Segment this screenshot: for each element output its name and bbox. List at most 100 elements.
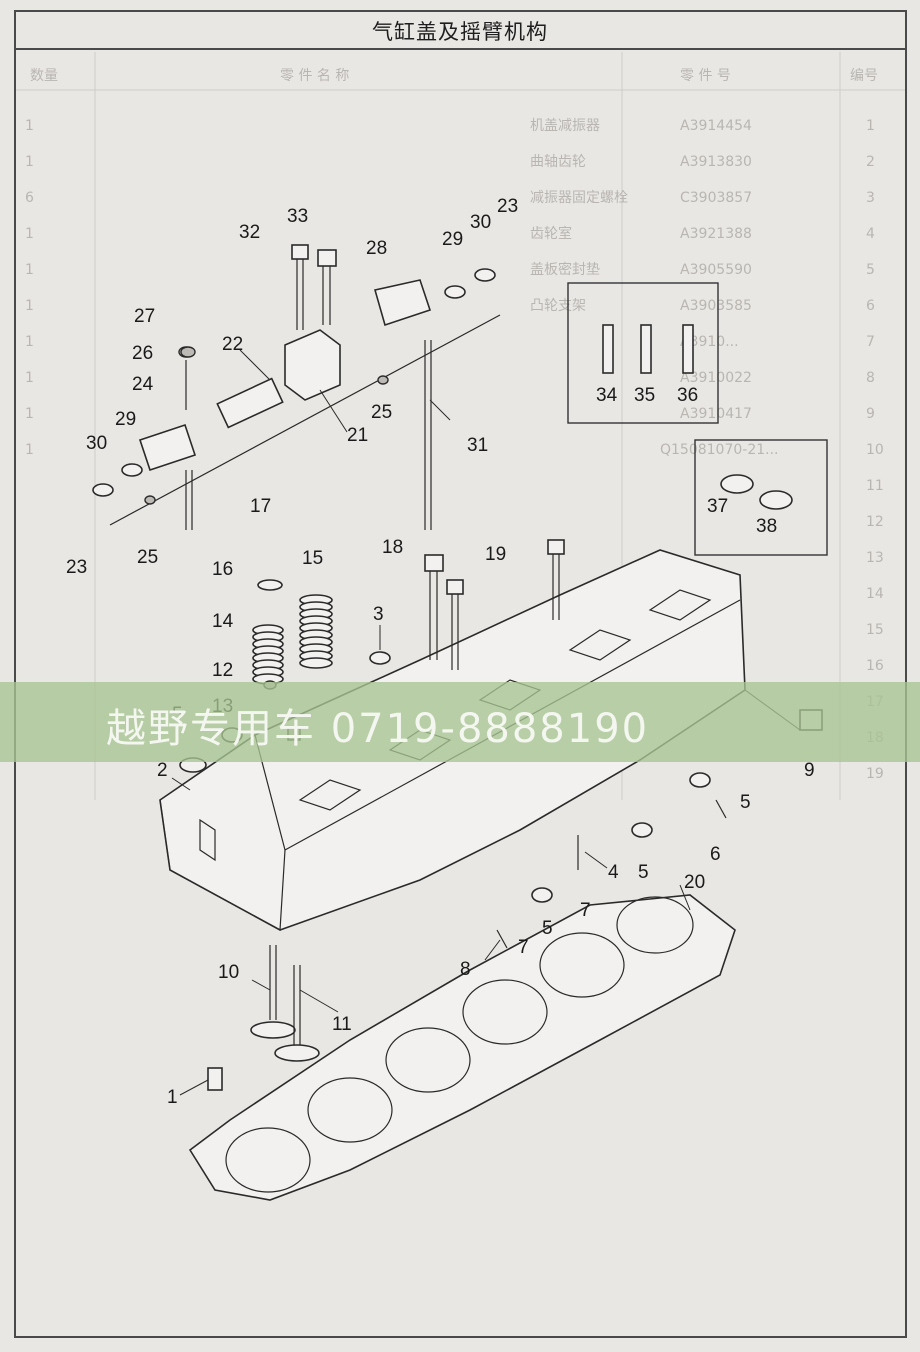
callout-30b: 30 <box>86 433 107 454</box>
ghost-row-index: 2 <box>866 154 875 170</box>
ghost-row-index: 5 <box>866 262 875 278</box>
callout-25b: 25 <box>137 547 158 568</box>
ghost-header-name: 零 件 名 称 <box>280 68 349 84</box>
callout-29b: 29 <box>115 409 136 430</box>
callout-2: 2 <box>157 760 168 781</box>
ghost-qty-3: 6 <box>25 190 34 206</box>
ghost-row-index: 16 <box>866 658 884 674</box>
callout-27: 27 <box>134 306 155 327</box>
ghost-qty-2: 1 <box>25 154 34 170</box>
callout-8: 8 <box>460 959 471 980</box>
ghost-row-index: 10 <box>866 442 884 458</box>
callout-35: 35 <box>634 385 655 406</box>
callout-36: 36 <box>677 385 698 406</box>
callout-7a: 7 <box>580 900 591 921</box>
valve-icon <box>250 945 320 1062</box>
callout-1: 1 <box>167 1087 178 1108</box>
sleeve-group-box <box>567 282 719 424</box>
ghost-name-2: 曲轴齿轮 <box>530 154 586 170</box>
ghost-partno-4: A3921388 <box>680 226 752 242</box>
ghost-row-index: 8 <box>866 370 875 386</box>
page-frame <box>14 10 907 1338</box>
watermark-text: 越野专用车 0719-8888190 <box>106 706 650 752</box>
ghost-partno-5: A3905590 <box>680 262 752 278</box>
bolt-icon <box>178 244 565 670</box>
ghost-partno-7: A3910... <box>680 334 739 350</box>
ghost-qty-9: 1 <box>25 406 34 422</box>
callout-32: 32 <box>239 222 260 243</box>
callout-4: 4 <box>608 862 619 883</box>
ghost-row-index: 4 <box>866 226 875 242</box>
ghost-name-1: 机盖减振器 <box>530 118 600 134</box>
callout-20: 20 <box>684 872 705 893</box>
ghost-partno-10: Q15081070-21... <box>660 442 779 458</box>
callout-10: 10 <box>218 962 239 983</box>
ghost-partno-2: A3913830 <box>680 154 752 170</box>
ghost-name-6: 凸轮支架 <box>530 298 586 314</box>
callout-26: 26 <box>132 343 153 364</box>
ghost-qty-4: 1 <box>25 226 34 242</box>
callout-29a: 29 <box>442 229 463 250</box>
callout-12: 12 <box>212 660 233 681</box>
callout-18: 18 <box>382 537 403 558</box>
callout-3: 3 <box>373 604 384 625</box>
sleeve-icon-35 <box>640 324 652 374</box>
callout-5b: 5 <box>740 792 751 813</box>
ghost-partno-8: A3910022 <box>680 370 752 386</box>
ghost-header-partno: 零 件 号 <box>680 68 731 84</box>
ghost-row-index: 7 <box>866 334 875 350</box>
callout-16: 16 <box>212 559 233 580</box>
callout-22: 22 <box>222 334 243 355</box>
page-title: 气缸盖及摇臂机构 <box>372 20 548 44</box>
ghost-row-index: 12 <box>866 514 884 530</box>
ghost-row-index: 1 <box>866 118 875 134</box>
ghost-partno-3: C3903857 <box>680 190 752 206</box>
callout-14: 14 <box>212 611 234 632</box>
callout-33: 33 <box>287 206 308 227</box>
callout-30a: 30 <box>470 212 491 233</box>
ghost-header-index: 编号 <box>850 68 878 84</box>
ghost-qty-6: 1 <box>25 298 34 314</box>
ghost-qty-7: 1 <box>25 334 34 350</box>
spring-coil <box>299 657 333 669</box>
callout-labels: 1 2 3 4 5 5 5 5 6 7 7 8 9 10 11 12 13 14… <box>66 196 815 1108</box>
ghost-row-index: 3 <box>866 190 875 206</box>
callout-37: 37 <box>707 496 728 517</box>
callout-15: 15 <box>302 548 323 569</box>
callout-6: 6 <box>710 844 721 865</box>
callout-24: 24 <box>132 374 154 395</box>
ghost-qty-10: 1 <box>25 442 34 458</box>
callout-31: 31 <box>467 435 488 456</box>
ghost-row-index: 19 <box>866 766 884 782</box>
ghost-row-index: 14 <box>866 586 884 602</box>
ghost-qty-8: 1 <box>25 370 34 386</box>
ghost-row-index: 13 <box>866 550 884 566</box>
ghost-partno-6: A3903585 <box>680 298 752 314</box>
watermark-band <box>0 682 920 762</box>
head-gasket-icon <box>188 894 736 1201</box>
ghost-qty-1: 1 <box>25 118 34 134</box>
ghost-name-5: 盖板密封垫 <box>530 261 600 278</box>
ghost-row-index: 15 <box>866 622 884 638</box>
seal-ring-icon <box>720 474 793 510</box>
callout-5d: 5 <box>542 918 553 939</box>
callout-38: 38 <box>756 516 777 537</box>
callout-25a: 25 <box>371 402 392 423</box>
callout-7b: 7 <box>518 937 529 958</box>
ghost-partno-1: A3914454 <box>680 118 752 134</box>
callout-28: 28 <box>366 238 387 259</box>
ghost-row-index: 11 <box>866 478 884 494</box>
title-divider <box>14 48 907 50</box>
callout-19: 19 <box>485 544 506 565</box>
callout-23a: 23 <box>497 196 518 217</box>
callout-5c: 5 <box>638 862 649 883</box>
callout-34: 34 <box>596 385 618 406</box>
ghost-header-qty: 数量 <box>30 68 58 84</box>
callout-17: 17 <box>250 496 271 517</box>
ghost-qty-5: 1 <box>25 262 34 278</box>
ghost-name-3: 减振器固定螺栓 <box>530 190 628 206</box>
ghost-row-index: 6 <box>866 298 875 314</box>
